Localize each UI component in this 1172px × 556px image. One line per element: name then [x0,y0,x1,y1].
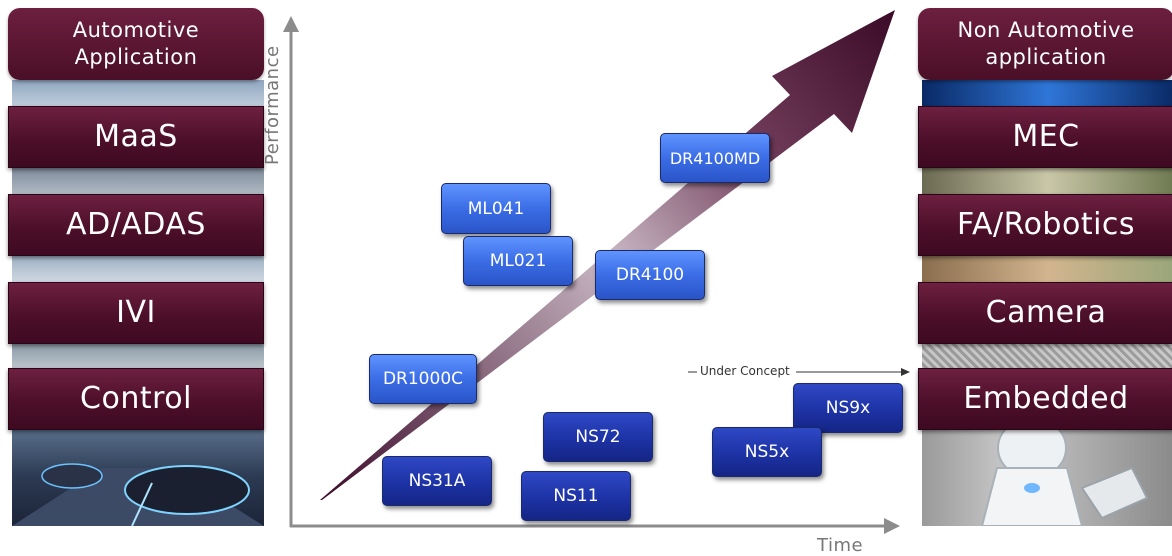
chip-ml041: ML041 [441,183,551,234]
robot-photo [922,428,1172,526]
chip-ns11-label: NS11 [553,486,599,506]
item-fa-robotics-label: FA/Robotics [956,207,1136,242]
chip-ns9x: NS9x [793,383,903,433]
item-mec: MEC [918,106,1172,168]
chip-ml021: ML021 [463,236,573,286]
x-axis-label: Time [817,535,864,556]
robot-illustration [980,428,1149,526]
y-axis-arrowhead [283,16,299,32]
chip-ml041-label: ML041 [467,198,525,219]
item-ivi: IVI [8,282,264,344]
chip-ns11: NS11 [521,471,631,521]
chip-dr4100md: DR4100MD [660,133,770,183]
chip-dr1000c-label: DR1000C [382,369,464,389]
item-ad-adas-label: AD/ADAS [66,207,206,242]
traffic-photo-strip [12,256,264,286]
road-photo-strip [12,168,264,198]
chip-ns31a: NS31A [382,456,492,506]
item-embedded: Embedded [918,368,1172,430]
non-automotive-application-header: Non Automotive application [918,8,1172,80]
chip-dr4100md-label: DR4100MD [669,148,761,168]
x-axis-arrowhead [884,518,900,534]
chip-ns31a-label: NS31A [408,471,466,491]
chip-dr4100: DR4100 [595,250,705,300]
autonomous-car-photo [12,428,264,526]
forest-photo-strip [922,168,1172,198]
non-automotive-header-text: Non Automotive application [957,18,1135,69]
chip-ns9x-label: NS9x [825,398,871,418]
chip-ns5x-label: NS5x [744,442,790,462]
car-illustration [12,463,264,526]
automotive-application-header: Automotive Application [8,8,264,80]
item-camera: Camera [918,282,1172,344]
item-control-label: Control [80,381,192,416]
under-concept-arrowhead [901,368,910,376]
item-ivi-label: IVI [116,295,156,330]
non-automotive-column: Non Automotive application MEC FA/Roboti… [918,8,1172,526]
automotive-column: Automotive Application MaaS AD/ADAS IVI … [8,8,264,526]
chip-ns5x: NS5x [712,427,822,477]
y-axis-label: Performance [262,45,283,165]
item-camera-label: Camera [985,295,1107,330]
item-maas-label: MaaS [94,119,178,154]
item-ad-adas: AD/ADAS [8,194,264,256]
car-photo-strip [12,80,264,110]
hand-photo-strip [922,256,1172,286]
item-maas: MaaS [8,106,264,168]
item-mec-label: MEC [1012,119,1080,154]
chip-ns72-label: NS72 [575,427,621,447]
item-control: Control [8,368,264,430]
chip-dr4100-label: DR4100 [615,265,685,285]
chip-ml021-label: ML021 [489,251,547,271]
item-embedded-label: Embedded [963,381,1129,416]
chip-dr1000c: DR1000C [369,354,477,404]
network-photo-strip [922,80,1172,110]
automotive-header-text: Automotive Application [72,18,200,69]
item-fa-robotics: FA/Robotics [918,194,1172,256]
under-concept-label: Under Concept [700,364,790,378]
chip-ns72: NS72 [543,412,653,462]
